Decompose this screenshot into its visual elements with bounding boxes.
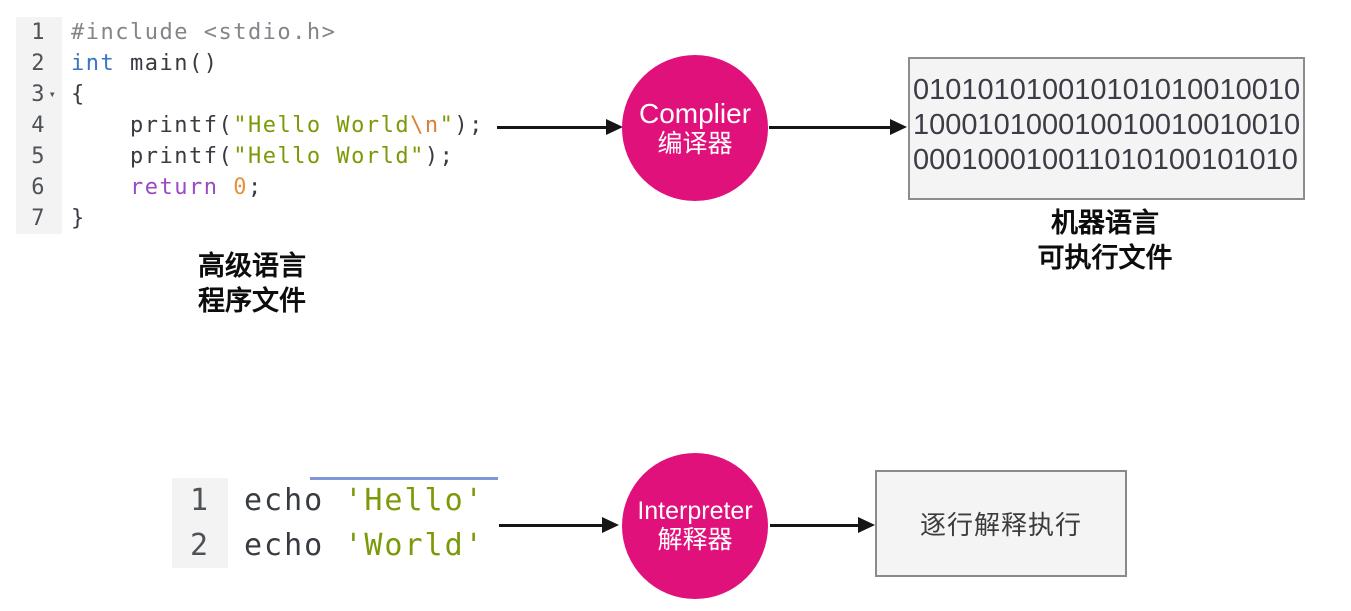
line-number-text: 5 (31, 144, 46, 169)
code-token: " (439, 113, 455, 138)
shell-script-code: 1 echo 'Hello' 2 echo 'World' (172, 478, 485, 568)
source-code-label-line1: 高级语言 (198, 251, 306, 281)
code-line: 6 return 0; (16, 172, 484, 203)
code-token: printf( (71, 144, 234, 169)
line-number: 2 (172, 523, 228, 568)
line-number-text: 2 (189, 528, 210, 563)
interpreter-circle: Interpreter 解释器 (622, 453, 768, 599)
code-line: 1 #include <stdio.h> (16, 17, 484, 48)
line-number: 4 (16, 110, 62, 141)
line-number-text: 6 (31, 175, 46, 200)
machine-code-label: 机器语言 可执行文件 (950, 206, 1260, 276)
arrow-shaft (497, 125, 606, 129)
code-line: 1 echo 'Hello' (172, 478, 485, 523)
line-number-text: 1 (31, 20, 46, 45)
code-text: int main() (62, 48, 218, 79)
code-token: #include <stdio.h> (71, 20, 337, 45)
compiler-title: Complier (638, 97, 752, 129)
line-number-text: 1 (189, 483, 210, 518)
arrowhead-icon (602, 517, 619, 533)
machine-code-label-line1: 机器语言 (1051, 208, 1159, 238)
source-code-label: 高级语言 程序文件 (140, 249, 364, 319)
code-text: printf("Hello World\n"); (62, 110, 484, 141)
code-line: 7} (16, 203, 484, 234)
line-number-text: 4 (31, 113, 46, 138)
arrow-compiler-to-machine-code (769, 119, 907, 135)
code-text: return 0; (62, 172, 263, 203)
code-token: int (71, 51, 116, 76)
code-text: echo 'World' (228, 523, 485, 568)
code-token: \n (410, 113, 440, 138)
arrow-shaft (769, 125, 890, 129)
code-token: ); (424, 144, 455, 169)
interpreted-output-text: 逐行解释执行 (919, 510, 1082, 540)
arrowhead-icon (858, 517, 875, 533)
arrowhead-icon (890, 119, 907, 135)
arrow-shaft (770, 523, 858, 527)
code-token: printf( (71, 113, 234, 138)
code-token: ; (247, 175, 263, 200)
code-token: ); (454, 113, 484, 138)
compiler-subtitle: 编译器 (657, 129, 733, 158)
line-number-text: 3 (31, 82, 46, 107)
code-token: { (71, 82, 86, 107)
code-text: { (62, 79, 86, 110)
code-token: "Hello World (233, 113, 411, 138)
fold-marker-icon: ▾ (48, 87, 58, 101)
code-overline-decoration (310, 477, 498, 480)
compiler-circle: Complier 编译器 (622, 55, 768, 201)
source-code-label-line2: 程序文件 (198, 286, 306, 316)
code-line: 2 echo 'World' (172, 523, 485, 568)
line-number: 7 (16, 203, 62, 234)
line-number: 2 (16, 48, 62, 79)
line-number: 1 (172, 478, 228, 523)
interpreted-output-box: 逐行解释执行 (875, 470, 1127, 577)
line-number: 1 (16, 17, 62, 48)
code-token: echo (244, 483, 345, 518)
code-token: 'Hello' (344, 483, 485, 518)
binary-line: 000100010011010100101010 (913, 144, 1298, 176)
code-token: 'World' (344, 528, 485, 563)
code-token (218, 175, 233, 200)
code-token: "Hello World" (233, 144, 425, 169)
code-text: } (62, 203, 86, 234)
binary-line: 100010100010010010010010 (913, 109, 1301, 141)
code-line: 2 int main() (16, 48, 484, 79)
interpreter-title: Interpreter (637, 497, 753, 526)
code-text: echo 'Hello' (228, 478, 485, 523)
line-number: 3▾ (16, 79, 62, 110)
arrow-shaft (499, 523, 602, 527)
code-line: 5 printf("Hello World"); (16, 141, 484, 172)
interpreter-subtitle: 解释器 (657, 526, 733, 554)
line-number-text: 2 (31, 51, 46, 76)
arrow-script-to-interpreter (499, 517, 619, 533)
code-line: 4 printf("Hello World\n"); (16, 110, 484, 141)
machine-code-label-line2: 可执行文件 (1037, 243, 1173, 273)
code-text: printf("Hello World"); (62, 141, 454, 172)
code-text: #include <stdio.h> (62, 17, 336, 48)
code-token: return (129, 175, 219, 200)
arrowhead-icon (606, 119, 623, 135)
code-token: } (71, 206, 86, 231)
arrow-code-to-compiler (497, 119, 623, 135)
code-token: echo (244, 528, 345, 563)
line-number: 5 (16, 141, 62, 172)
code-token (71, 175, 130, 200)
code-token: main() (115, 51, 219, 76)
line-number-text: 7 (31, 206, 46, 231)
code-line: 3▾ { (16, 79, 484, 110)
code-token: 0 (233, 175, 248, 200)
binary-line: 010101010010101010010010 (913, 74, 1301, 106)
arrow-interpreter-to-output (770, 517, 875, 533)
line-number: 6 (16, 172, 62, 203)
